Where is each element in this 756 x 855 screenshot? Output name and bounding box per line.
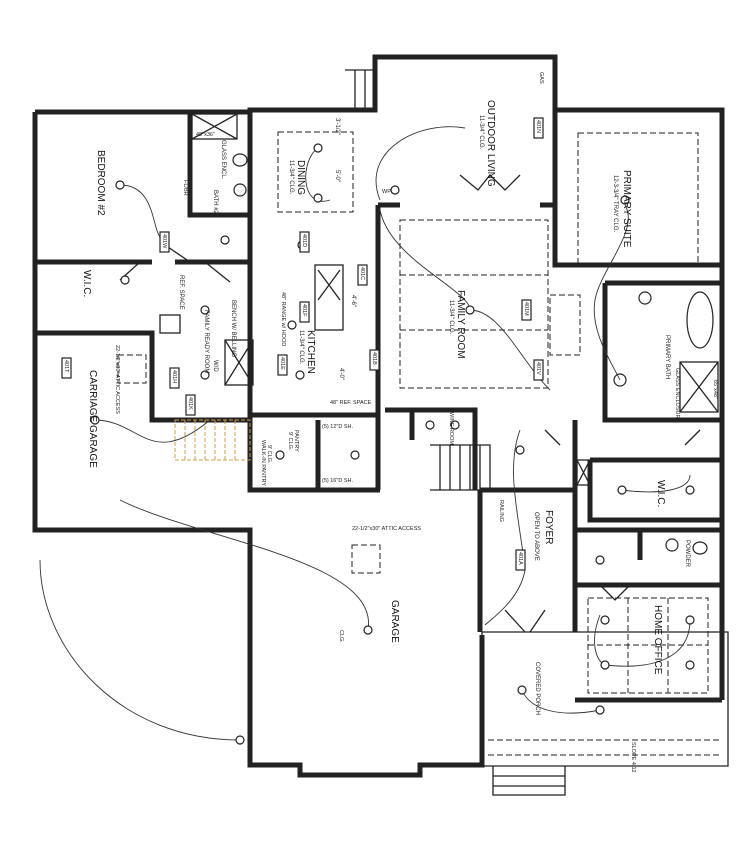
label-pantry-shelf2: (5) 16"D SH. xyxy=(322,478,353,484)
label-outdoor-clg: 11-3/4" CLG. xyxy=(478,115,484,150)
tag-401w: 401W xyxy=(161,234,167,249)
tag-401n: 401N xyxy=(535,120,541,133)
label-family-ready: FAMILY READY ROOM xyxy=(203,310,209,373)
label-bath2-glass: GLASS ENCL. xyxy=(220,140,226,180)
exterior-walls xyxy=(32,54,729,796)
label-ref-space: REF. SPACE xyxy=(178,275,184,310)
label-garage: GARAGE xyxy=(389,600,400,643)
electrical-wiring xyxy=(39,126,691,741)
label-wine-room: WINE ROOM xyxy=(448,412,454,445)
label-foyer-sub: OPEN TO ABOVE xyxy=(533,512,539,561)
tag-401d: 401D xyxy=(301,234,307,247)
label-garage-clg: CLG. xyxy=(338,630,344,643)
label-pantry-clg: 9' CLG. xyxy=(287,432,293,451)
dim-dining-b: 5'-0" xyxy=(334,170,340,182)
label-pantry-shelf1: (5) 12"D SH. xyxy=(322,424,353,430)
label-washer: W/D xyxy=(212,360,218,372)
tag-flbr: FL/BR xyxy=(182,180,188,196)
light-fixtures xyxy=(90,143,695,745)
label-kitchen: KITCHEN xyxy=(305,330,316,374)
tag-401c: 401C xyxy=(359,267,365,280)
label-walkin-pantry-clg: 9' CLG. xyxy=(266,445,272,464)
bathtub xyxy=(686,291,714,349)
tag-wp: WP xyxy=(382,189,391,195)
label-pantry: PANTRY xyxy=(293,430,299,452)
label-bedroom2: BEDROOM #2 xyxy=(95,150,106,216)
label-bath2-shower: 48"x36" xyxy=(196,132,215,138)
doors xyxy=(119,174,701,633)
label-covered-porch: COVERED PORCH xyxy=(534,662,540,715)
tag-401f: 401F xyxy=(301,304,307,317)
label-range: 48" RANGE w/ HOOD xyxy=(280,292,286,346)
tag-401a: 401A xyxy=(517,552,523,565)
dim-dining-a: 3'-1/2" xyxy=(334,118,340,135)
dim-kitchen-a: 4'-6" xyxy=(350,295,356,307)
label-family-clg: 11-3/4" CLG. xyxy=(448,300,454,335)
label-dining: DINING xyxy=(295,160,306,195)
label-primary-clg: 12-3-3/4" TRAY CLG. xyxy=(612,175,618,232)
tag-401h: 401H xyxy=(171,370,177,383)
label-foyer: FOYER xyxy=(543,510,554,544)
label-primary-glass: GLASS ENCLOSURE xyxy=(674,368,680,422)
label-powder: POWDER xyxy=(684,540,690,568)
label-bench: BENCH W/ BELLING xyxy=(230,300,236,357)
label-railing: RAILING xyxy=(498,500,504,522)
tag-401m: 401M xyxy=(523,302,529,316)
label-garage-attic: 22-1/2"x30" ATTIC ACCESS xyxy=(352,526,421,532)
room-labels: BEDROOM #2 48"x36" GLASS ENCL. BATH #2 W… xyxy=(81,100,718,773)
tag-401b: 401B xyxy=(371,352,377,365)
tag-401k: 401K xyxy=(187,397,193,410)
tag-401v: 401V xyxy=(535,362,541,375)
label-outdoor-living: OUTDOOR LIVING xyxy=(485,100,496,187)
label-family-room: FAMILY ROOM xyxy=(455,290,466,359)
label-dining-clg: 11-3/4" CLG. xyxy=(288,160,294,195)
dim-kitchen-b: 4'-0" xyxy=(338,368,344,380)
label-kitchen-clg: 11-3/4" CLG. xyxy=(298,330,304,365)
fixtures xyxy=(159,113,719,555)
interior-walls xyxy=(35,110,722,703)
label-primary-bath: PRIMARY BATH xyxy=(664,335,670,379)
label-primary-shower: 65"x48" xyxy=(712,380,718,399)
label-slope: SLOPE 4:12 xyxy=(630,742,636,773)
label-home-office: HOME OFFICE xyxy=(652,605,663,675)
circuit-tags: 401W 401D 401C 401F 401E 401B 401H 401K … xyxy=(61,72,544,571)
label-carriage-garage: CARRIAGE GARAGE xyxy=(87,370,98,468)
label-wic-left: W.I.C. xyxy=(81,270,92,297)
label-primary-suite: PRIMARY SUITE xyxy=(621,170,632,248)
label-kitchen-ref: 48" REF. SPACE xyxy=(330,400,372,406)
label-wic-right: W.I.C. xyxy=(655,480,666,507)
ceiling-outlines xyxy=(117,131,722,756)
label-carriage-attic: 22-1/2"x30" ATTIC ACCESS xyxy=(114,345,120,414)
label-bath2: BATH #2 xyxy=(212,190,218,215)
label-walkin-pantry: WALK-IN PANTRY xyxy=(260,440,266,486)
tag-gas: GAS xyxy=(538,72,544,84)
tag-401e: 401E xyxy=(279,357,285,370)
tag-401t: 401T xyxy=(63,360,69,373)
